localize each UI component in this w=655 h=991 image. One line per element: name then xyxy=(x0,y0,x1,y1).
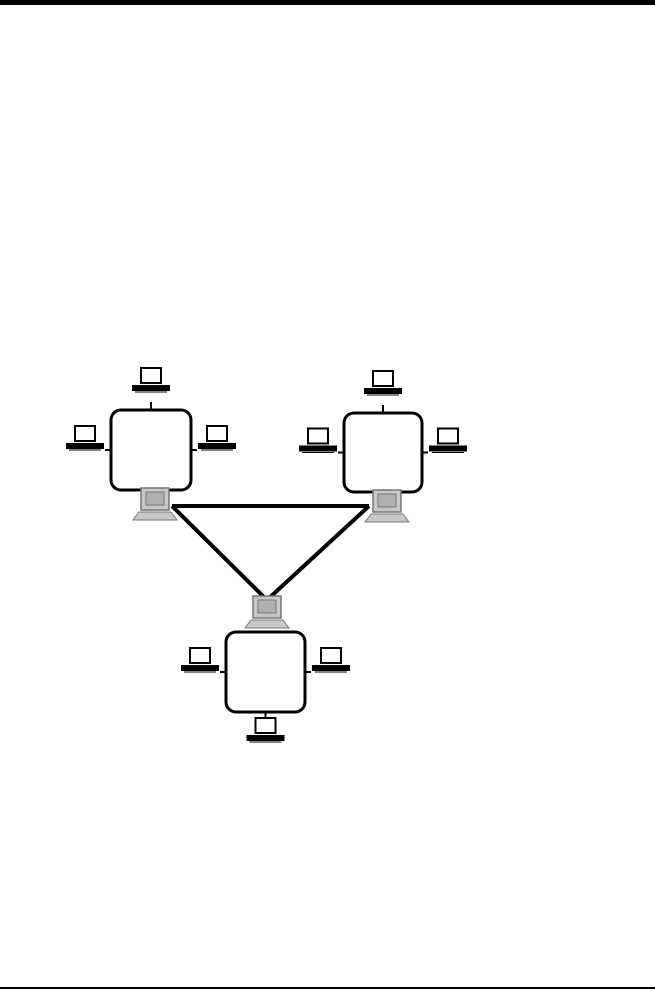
terminal-right-icon xyxy=(312,648,350,672)
terminal-left-icon xyxy=(299,429,337,453)
terminal-left-icon xyxy=(181,648,219,672)
terminal-left-icon xyxy=(66,426,104,450)
hub-box xyxy=(226,632,305,712)
terminal-bottom-icon xyxy=(247,718,285,742)
terminal-top-icon xyxy=(364,371,402,395)
router-icon xyxy=(365,490,409,522)
links-layer xyxy=(172,506,369,600)
network-net-b xyxy=(299,371,467,522)
link-net-b-net-c xyxy=(267,506,369,600)
terminal-right-icon xyxy=(429,429,467,453)
hub-box xyxy=(111,410,191,490)
nodes-layer xyxy=(66,368,467,742)
hub-box xyxy=(344,413,422,492)
link-net-a-net-c xyxy=(172,506,267,600)
network-net-a xyxy=(66,368,236,520)
router-icon xyxy=(245,596,289,628)
router-icon xyxy=(133,488,177,520)
terminal-top-icon xyxy=(132,368,170,392)
terminal-right-icon xyxy=(198,426,236,450)
network-net-c xyxy=(181,596,350,742)
